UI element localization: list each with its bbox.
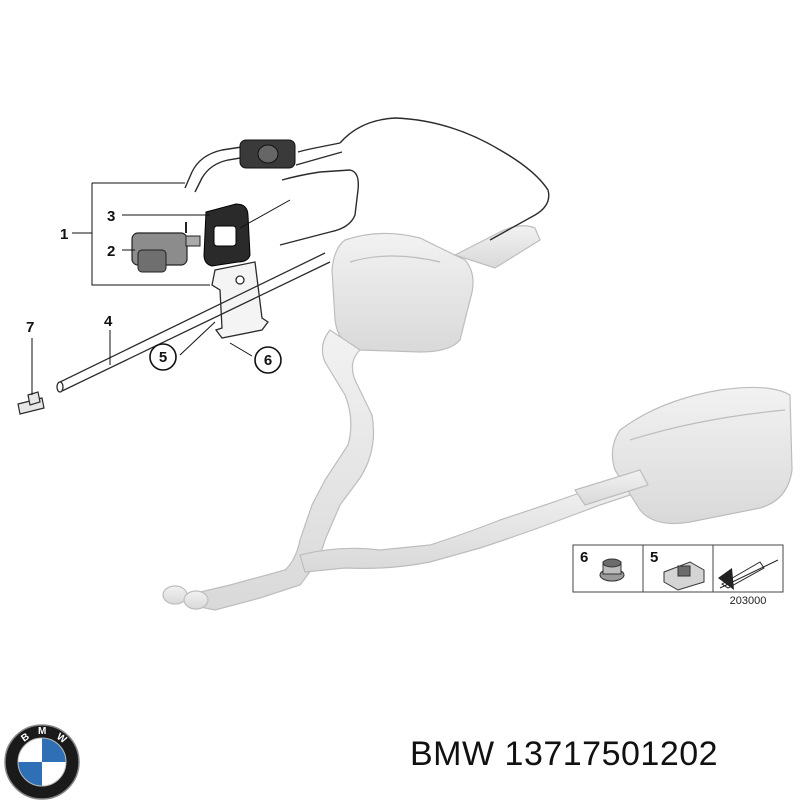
rod xyxy=(56,252,331,393)
circled-callout-6-label: 6 xyxy=(264,352,272,369)
legend-box: 6 5 203000 xyxy=(572,544,784,607)
callout-4: 4 xyxy=(104,313,113,330)
valve-holder xyxy=(203,203,251,267)
hose-coupling xyxy=(239,139,296,169)
callout-7: 7 xyxy=(26,319,34,336)
bmw-logo: B M W xyxy=(4,724,80,800)
circled-callout-5: 5 xyxy=(149,343,177,371)
connector-pin xyxy=(17,391,45,415)
legend-item-6-label: 6 xyxy=(580,549,588,566)
part-caption: BMW 13717501202 xyxy=(410,735,718,774)
callout-2: 2 xyxy=(107,243,115,260)
callout-1: 1 xyxy=(60,226,68,243)
legend-item-5-label: 5 xyxy=(650,549,658,566)
exhaust-system-ghost xyxy=(162,225,793,611)
circled-callout-6: 6 xyxy=(254,346,282,374)
leader-lines xyxy=(31,182,291,395)
circled-callout-5-label: 5 xyxy=(159,349,167,366)
legend-reference: 203000 xyxy=(730,595,767,607)
bracket xyxy=(211,261,269,339)
callout-3: 3 xyxy=(107,208,115,225)
nut-icon xyxy=(599,558,625,582)
clip-nut-icon xyxy=(663,561,705,591)
arrow-icon xyxy=(718,559,779,590)
caption-brand: BMW xyxy=(410,735,495,773)
caption-part-number: 13717501202 xyxy=(504,735,719,773)
svg-text:M: M xyxy=(38,726,46,737)
vacuum-valve xyxy=(131,222,201,273)
vacuum-hose xyxy=(184,117,550,246)
